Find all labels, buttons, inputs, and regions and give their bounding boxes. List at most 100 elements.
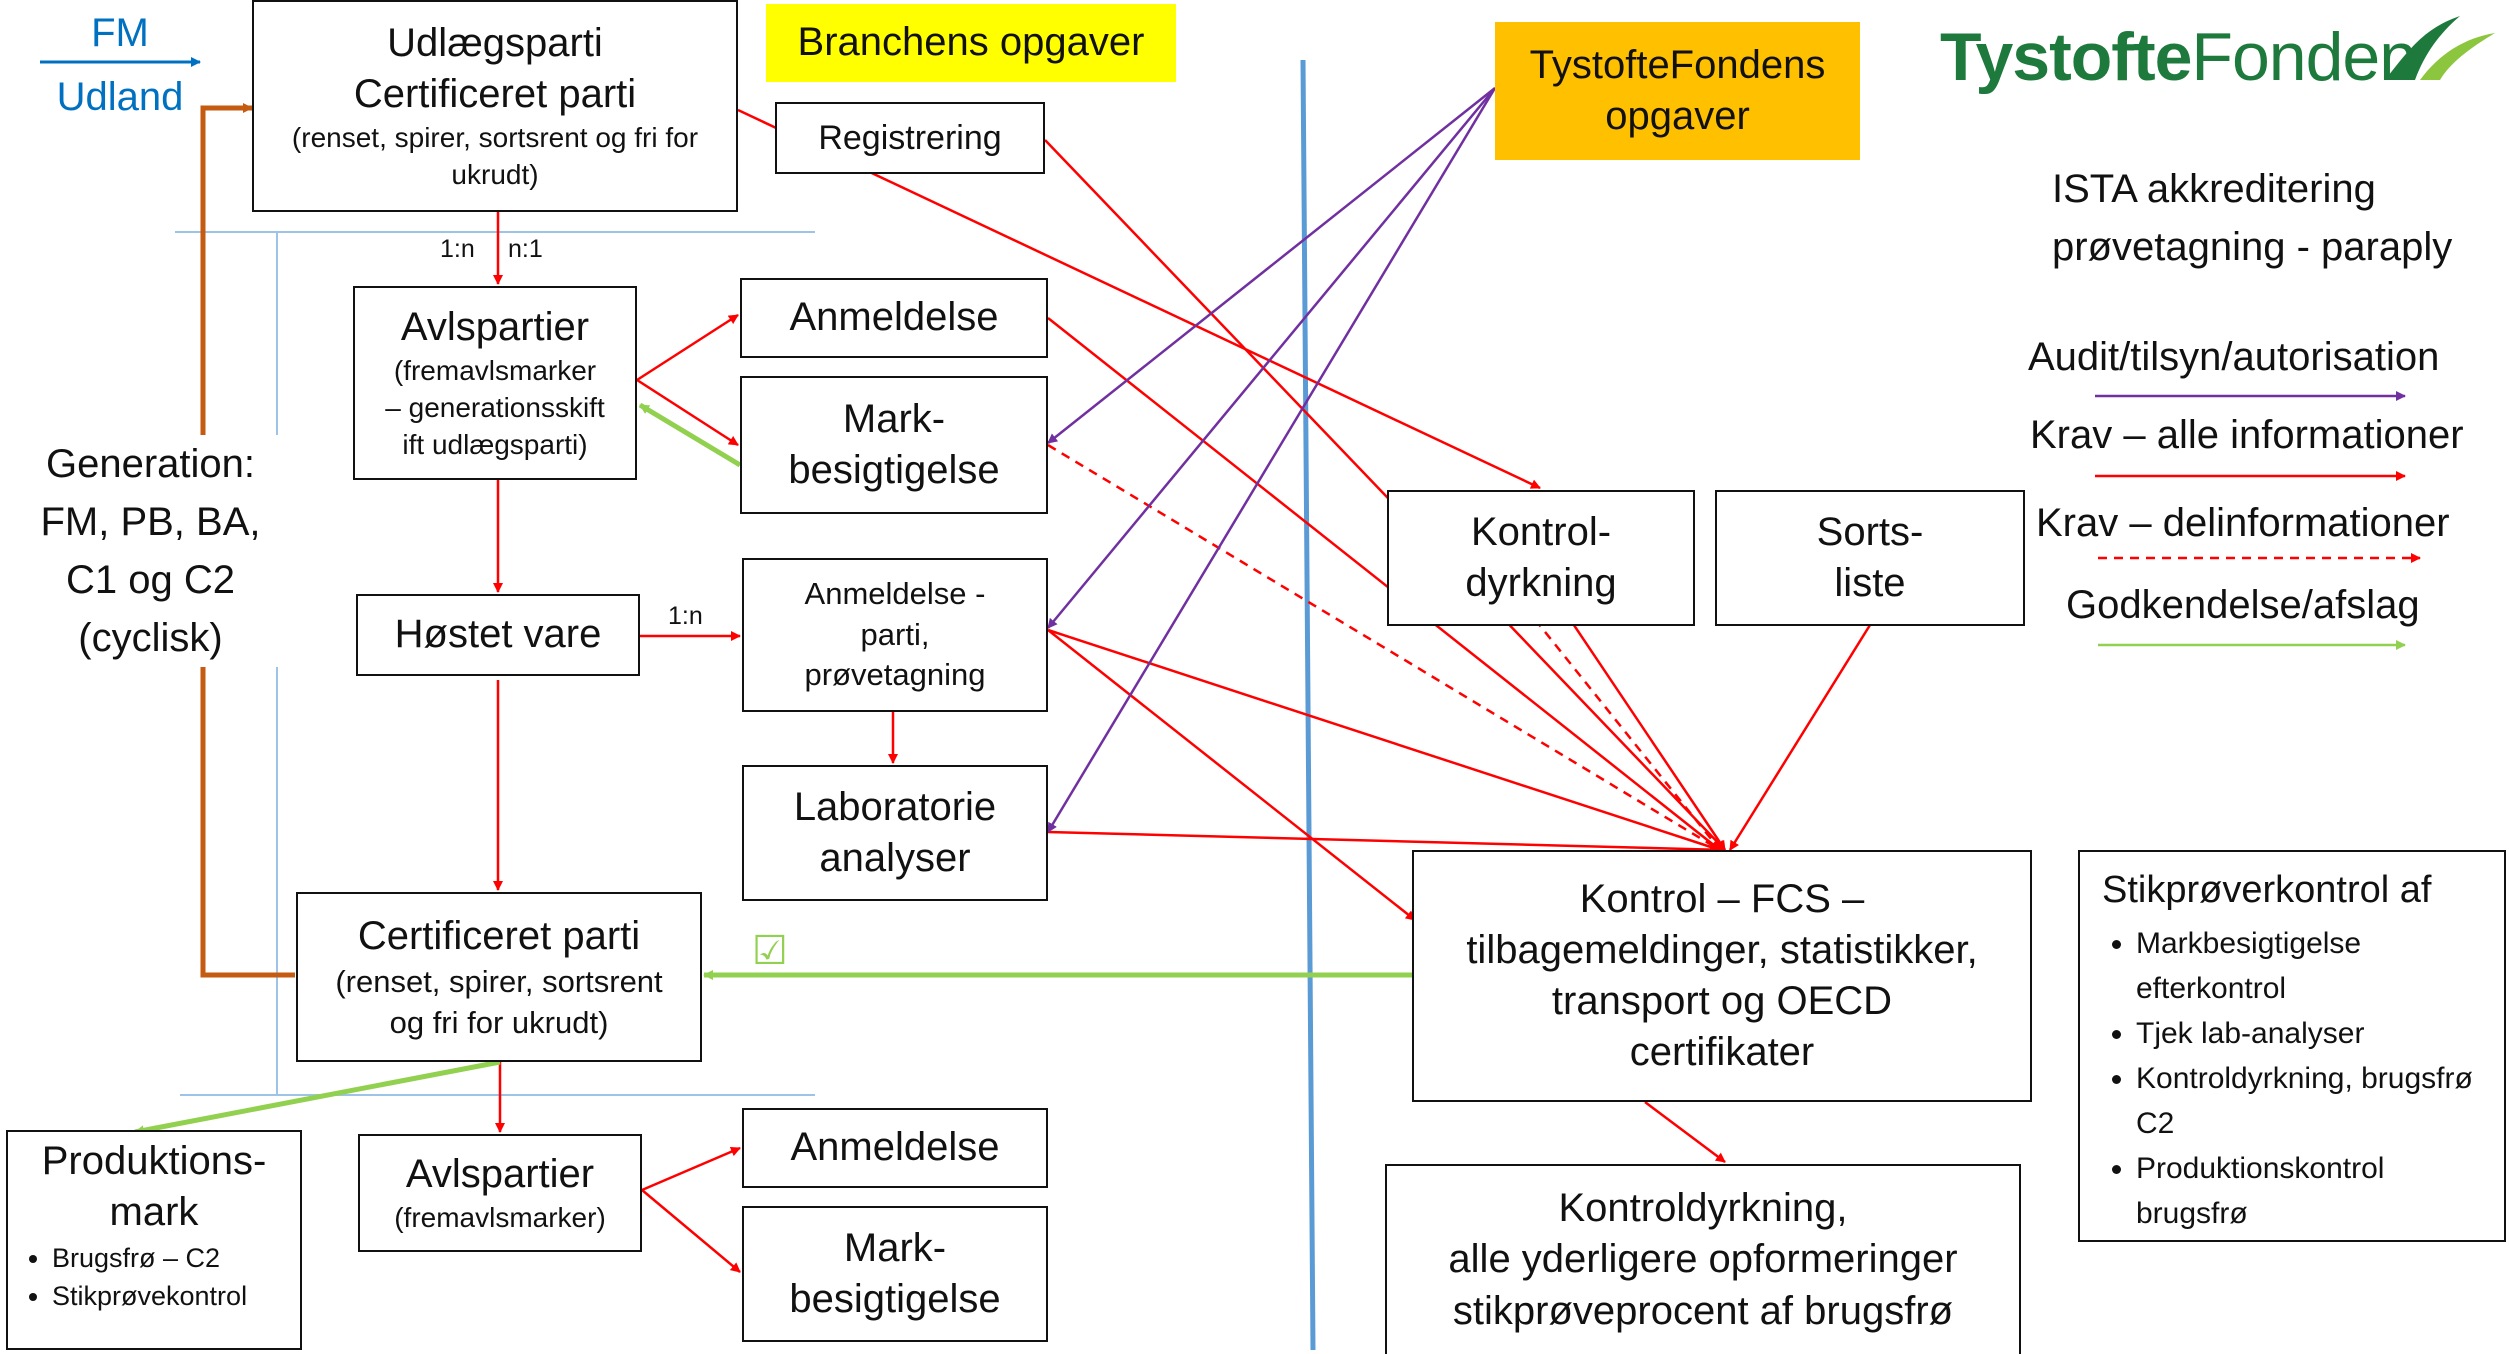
stikprove-item: Tjek lab-analyser bbox=[2136, 1011, 2496, 1056]
laboratorie-box: Laboratorie analyser bbox=[742, 765, 1048, 901]
avlspartier-bottom-sub: (fremavlsmarker) bbox=[394, 1202, 606, 1234]
stikprove-item: Kontroldyrkning, brugsfrø C2 bbox=[2136, 1056, 2496, 1146]
tystofte-opgaver-label: TystofteFondens opgaver bbox=[1495, 22, 1860, 160]
kontrol-fcs-line3: transport og OECD bbox=[1551, 979, 1893, 1023]
audit-arrow-mark bbox=[1047, 87, 1496, 444]
arrow-registrering-fcs bbox=[1044, 139, 1726, 851]
produktionsmark-item: Stikprøvekontrol bbox=[52, 1278, 247, 1316]
ista-line2: prøvetagning - paraply bbox=[2052, 225, 2453, 269]
avlspartier-top-title: Avlspartier bbox=[400, 304, 590, 349]
arrow-avlsb-mark bbox=[641, 1189, 741, 1273]
arrow-avls-mark bbox=[636, 378, 739, 447]
avlspartier-top-sub1: (fremavlsmarker bbox=[393, 355, 597, 387]
markbesigtigelse-bottom-line1: Mark- bbox=[843, 1225, 947, 1270]
tystofte-logo: TystofteFonden bbox=[1940, 16, 2495, 96]
markbesigtigelse-top-line1: Mark- bbox=[842, 396, 946, 441]
checkmark-icon: ☑ bbox=[752, 929, 788, 973]
legend-label-krav-alle: Krav – alle informationer bbox=[2030, 413, 2464, 457]
markbesigtigelse-bottom-box: Mark- besigtigelse bbox=[742, 1206, 1048, 1342]
hostet-vare-box: Høstet vare bbox=[356, 594, 640, 676]
produktionsmark-line2: mark bbox=[109, 1190, 199, 1235]
ratio-mid: 1:n bbox=[668, 602, 703, 630]
certificeret-parti-box: Certificeret parti (renset, spirer, sort… bbox=[296, 892, 702, 1062]
legend-label-godkendelse: Godkendelse/afslag bbox=[2066, 583, 2420, 627]
avlspartier-bottom-title: Avlspartier bbox=[405, 1151, 595, 1196]
logo-part1: Tystofte bbox=[1940, 19, 2192, 95]
approval-arrow-mark-avls bbox=[638, 402, 742, 468]
markbesigtigelse-top-box: Mark- besigtigelse bbox=[740, 376, 1048, 514]
fm-text: FM bbox=[91, 11, 149, 55]
arrow-sortsliste-fcs bbox=[1728, 624, 1872, 851]
arrow-fcs-kontroldyrkning-bottom bbox=[1644, 1101, 1726, 1163]
stikprove-list: Markbesigtigelse efterkontrol Tjek lab-a… bbox=[2080, 921, 2504, 1236]
certificeret-parti-sub2: og fri for ukrudt) bbox=[389, 1004, 609, 1040]
generation-line3: C1 og C2 bbox=[66, 558, 235, 602]
avlspartier-top-sub3: ift udlægsparti) bbox=[402, 429, 588, 461]
ratio-right: n:1 bbox=[508, 235, 543, 263]
kontroldyrkning-line2: dyrkning bbox=[1465, 561, 1617, 605]
generation-label: Generation: FM, PB, BA, C1 og C2 (cyclis… bbox=[18, 435, 283, 667]
fm-label: FM bbox=[40, 8, 200, 59]
kontroldyrkning-line1: Kontrol- bbox=[1470, 509, 1612, 554]
anmeldelse-parti-line1: Anmeldelse - bbox=[804, 575, 986, 611]
audit-arrow-anmparti bbox=[1047, 87, 1496, 629]
arrow-avlsb-anm bbox=[641, 1146, 741, 1192]
branchens-opgaver-label: Branchens opgaver bbox=[766, 4, 1176, 82]
generation-line1: Generation: bbox=[45, 442, 256, 486]
anmeldelse-bottom-box: Anmeldelse bbox=[742, 1108, 1048, 1188]
produktionsmark-list: Brugsfrø – C2 Stikprøvekontrol bbox=[8, 1240, 247, 1316]
produktionsmark-line1: Produktions- bbox=[41, 1139, 267, 1183]
stikprove-box: Stikprøverkontrol af Markbesigtigelse ef… bbox=[2078, 850, 2506, 1242]
arrow-mark-fcs-dashed bbox=[1047, 443, 1721, 852]
arrow-lab-fcs bbox=[1047, 830, 1726, 855]
certificeret-parti-title: Certificeret parti bbox=[357, 914, 641, 959]
markbesigtigelse-top-line2: besigtigelse bbox=[788, 448, 1000, 492]
kontrol-fcs-line4: certifikater bbox=[1629, 1030, 1815, 1075]
markbesigtigelse-bottom-line2: besigtigelse bbox=[789, 1277, 1001, 1321]
udlaegsparti-note: (renset, spirer, sortsrent og fri for uk… bbox=[291, 122, 699, 191]
kontroldyrkning-bottom-line2: alle yderligere opformeringer bbox=[1448, 1237, 1958, 1282]
kontroldyrkning-bottom-line1: Kontroldyrkning, bbox=[1558, 1186, 1848, 1231]
avlspartier-bottom-box: Avlspartier (fremavlsmarker) bbox=[358, 1134, 642, 1252]
arrow-anmparti-fcs-1 bbox=[1047, 628, 1721, 852]
udland-label: Udland bbox=[56, 75, 184, 119]
sortsliste-line1: Sorts- bbox=[1816, 509, 1924, 554]
registrering-box: Registrering bbox=[775, 102, 1045, 174]
kontrol-fcs-line2: tilbagemeldinger, statistikker, bbox=[1466, 927, 1978, 972]
anmeldelse-parti-box: Anmeldelse - parti, prøvetagning bbox=[742, 558, 1048, 712]
ista-line1: ISTA akkreditering bbox=[2052, 167, 2376, 211]
audit-arrow-lab bbox=[1046, 87, 1497, 833]
stikprove-item: Markbesigtigelse efterkontrol bbox=[2136, 921, 2496, 1011]
produktionsmark-item: Brugsfrø – C2 bbox=[52, 1240, 247, 1278]
arrow-anmparti-fcs-2 bbox=[1047, 629, 1416, 921]
anmeldelse-parti-line2: parti, bbox=[860, 616, 930, 652]
tystofte-opgaver-line2: opgaver bbox=[1605, 94, 1750, 138]
kontroldyrkning-bottom-line3: stikprøveprocent af brugsfrø bbox=[1452, 1288, 1954, 1333]
arrow-avls-anmeldelse bbox=[636, 313, 739, 382]
avlspartier-top-box: Avlspartier (fremavlsmarker – generation… bbox=[353, 286, 637, 480]
kontrol-fcs-box: Kontrol – FCS – tilbagemeldinger, statis… bbox=[1412, 850, 2032, 1102]
laboratorie-line1: Laboratorie bbox=[793, 784, 997, 829]
stikprove-item: Produktionskontrol brugsfrø bbox=[2136, 1146, 2496, 1236]
udlaegsparti-subtitle: Certificeret parti bbox=[353, 72, 637, 117]
generation-line4: (cyclisk) bbox=[78, 616, 223, 660]
arrow-anmeldelse-fcs bbox=[1047, 317, 1721, 851]
divider-line bbox=[1300, 59, 1316, 1351]
ratio-left: 1:n bbox=[440, 235, 475, 263]
kontroldyrkning-bottom-box: Kontroldyrkning, alle yderligere opforme… bbox=[1385, 1164, 2021, 1354]
sortsliste-line2: liste bbox=[1834, 561, 1906, 605]
ista-label: ISTA akkreditering prøvetagning - parapl… bbox=[2052, 160, 2452, 276]
udlaegsparti-box: Udlægsparti Certificeret parti (renset, … bbox=[252, 0, 738, 212]
arrow-kontrol-fcs bbox=[1543, 581, 1727, 851]
legend-label-audit: Audit/tilsyn/autorisation bbox=[2028, 335, 2440, 379]
certificeret-parti-sub1: (renset, spirer, sortsrent bbox=[335, 964, 663, 1000]
logo-part2: Fonden bbox=[2191, 19, 2417, 95]
generation-line2: FM, PB, BA, bbox=[40, 500, 261, 544]
udlaegsparti-title: Udlægsparti bbox=[387, 20, 603, 65]
anmeldelse-parti-line3: prøvetagning bbox=[804, 657, 986, 693]
stikprove-title: Stikprøverkontrol af bbox=[2102, 869, 2432, 911]
approval-arrow-cert-produktion bbox=[134, 1059, 501, 1136]
produktionsmark-box: Produktions- mark Brugsfrø – C2 Stikprøv… bbox=[6, 1130, 302, 1350]
avlspartier-top-sub2: – generationsskift bbox=[385, 392, 605, 424]
laboratorie-line2: analyser bbox=[819, 836, 971, 880]
